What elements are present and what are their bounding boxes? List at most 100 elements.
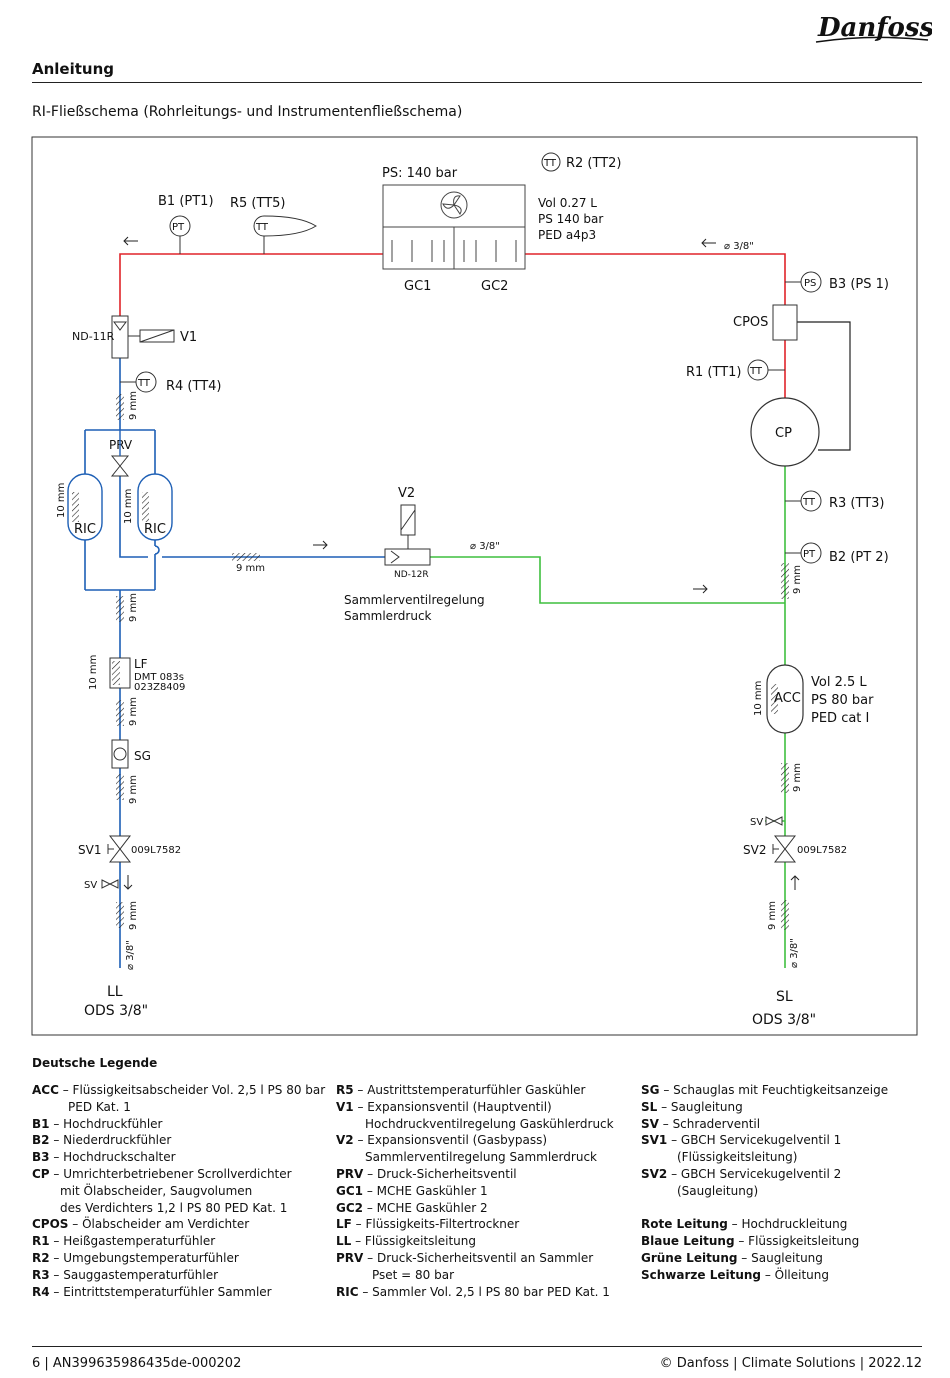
svg-text:TT: TT xyxy=(749,366,763,377)
footer-doc-id: 6 | AN399635986435de-000202 xyxy=(32,1356,242,1371)
svg-text:TT: TT xyxy=(137,378,151,389)
tt-sensor-r2 xyxy=(541,152,561,172)
svg-text:10 mm: 10 mm xyxy=(753,681,764,716)
pipe-size-bypass: ⌀ 3/8" xyxy=(470,541,500,552)
cpos-label: CPOS xyxy=(733,315,768,330)
title-divider xyxy=(32,82,922,83)
pipe-size-gc: ⌀ 3/8" xyxy=(724,241,754,252)
ll-ods: ODS 3/8" xyxy=(84,1003,148,1019)
svg-text:SV: SV xyxy=(750,817,763,828)
service-valve-sv2 xyxy=(773,835,797,863)
svg-text:10 mm: 10 mm xyxy=(56,483,67,518)
insulation-hatch xyxy=(781,563,789,599)
insulation-hatch xyxy=(116,596,124,622)
cpos-oil-separator xyxy=(772,304,798,341)
gc2-label: GC2 xyxy=(481,279,508,294)
svg-text:ACC: ACC xyxy=(774,691,801,706)
acc-vol: Vol 2.5 L xyxy=(811,675,867,690)
svg-text:9 mm: 9 mm xyxy=(236,563,265,574)
valve-nd12r xyxy=(384,548,431,566)
service-valve-sv1 xyxy=(108,835,132,863)
svg-text:SG: SG xyxy=(134,749,151,763)
valve-nd11r xyxy=(111,315,129,359)
gc-vol: Vol 0.27 L xyxy=(538,196,597,210)
r5-label: R5 (TT5) xyxy=(230,196,286,211)
receiver-ric-2 xyxy=(137,473,173,541)
ll-label: LL xyxy=(107,984,123,1000)
insulation-hatch xyxy=(116,902,124,928)
v1-label: V1 xyxy=(180,330,197,345)
b1-label: B1 (PT1) xyxy=(158,194,214,209)
high-pressure-line xyxy=(119,253,786,398)
svg-text:TT: TT xyxy=(543,158,557,169)
insulation-hatch xyxy=(781,763,789,793)
sv2-code: 009L7582 xyxy=(797,845,847,856)
insulation-hatch xyxy=(116,774,124,800)
svg-text:10 mm: 10 mm xyxy=(88,655,99,690)
svg-text:9 mm: 9 mm xyxy=(792,763,803,792)
sv1-code: 009L7582 xyxy=(131,845,181,856)
legend-column-2: R5 – Austrittstemperaturfühler Gaskühler… xyxy=(336,1083,614,1299)
diagram-frame xyxy=(31,136,918,1036)
sl-label: SL xyxy=(776,989,793,1005)
gc-ps: PS 140 bar xyxy=(538,212,603,226)
sv1-label: SV1 xyxy=(78,843,101,857)
b2-label: B2 (PT 2) xyxy=(829,550,889,565)
svg-text:9 mm: 9 mm xyxy=(128,775,139,804)
sv2-label: SV2 xyxy=(743,843,766,857)
svg-text:TT: TT xyxy=(802,497,816,508)
r1-label: R1 (TT1) xyxy=(686,365,742,380)
svg-text:9 mm: 9 mm xyxy=(792,565,803,594)
lf-model: DMT 083s xyxy=(134,672,184,683)
svg-text:9 mm: 9 mm xyxy=(128,391,139,420)
ps-label: PS: 140 bar xyxy=(382,166,458,181)
gc1-label: GC1 xyxy=(404,279,431,294)
footer-copyright: © Danfoss | Climate Solutions | 2022.12 xyxy=(659,1356,922,1371)
diagram-subtitle: RI-Fließschema (Rohrleitungs- und Instru… xyxy=(32,104,463,120)
prv-valve xyxy=(110,455,130,477)
acc-ped: PED cat I xyxy=(811,711,869,726)
compressor-cp xyxy=(750,397,820,467)
nd12r-label: ND-12R xyxy=(394,570,429,580)
pt-sensor-b1 xyxy=(169,215,191,237)
svg-text:RIC: RIC xyxy=(74,522,96,537)
svg-text:⌀ 3/8": ⌀ 3/8" xyxy=(125,940,136,970)
sammler-text-2: Sammlerdruck xyxy=(344,609,432,623)
svg-text:9 mm: 9 mm xyxy=(128,593,139,622)
danfoss-logo: Danfoss xyxy=(815,13,932,43)
svg-text:9 mm: 9 mm xyxy=(767,901,778,930)
schrader-valve-sl xyxy=(765,816,783,826)
prv-label: PRV xyxy=(109,438,133,452)
legend-column-1: ACC – Flüssigkeitsabscheider Vol. 2,5 l … xyxy=(32,1083,326,1299)
svg-text:PT: PT xyxy=(803,549,816,560)
sammler-text-1: Sammlerventilregelung xyxy=(344,593,485,607)
r3-label: R3 (TT3) xyxy=(829,496,885,511)
receiver-ric-1 xyxy=(67,473,103,541)
svg-text:PS: PS xyxy=(804,278,816,289)
svg-text:LF: LF xyxy=(134,657,148,671)
v2-label: V2 xyxy=(398,486,415,501)
lf-code: 023Z8409 xyxy=(134,682,185,693)
gc-ped: PED a4p3 xyxy=(538,228,596,242)
svg-text:9 mm: 9 mm xyxy=(128,697,139,726)
tt-sensor-r5 xyxy=(253,215,317,237)
svg-text:SV: SV xyxy=(84,880,97,891)
svg-text:PT: PT xyxy=(172,222,185,233)
svg-text:TT: TT xyxy=(255,222,269,233)
footer-divider xyxy=(32,1346,922,1347)
legend-column-3: SG – Schauglas mit Feuchtigkeitsanzeige … xyxy=(641,1083,889,1282)
b3-label: B3 (PS 1) xyxy=(829,277,889,292)
insulation-hatch xyxy=(116,394,124,420)
svg-text:9 mm: 9 mm xyxy=(128,901,139,930)
svg-text:10 mm: 10 mm xyxy=(123,489,134,524)
svg-text:CP: CP xyxy=(775,426,792,441)
sl-ods: ODS 3/8" xyxy=(752,1012,816,1028)
oil-line xyxy=(797,321,851,451)
insulation-hatch xyxy=(116,700,124,726)
accumulator-acc xyxy=(766,664,804,734)
r4-label: R4 (TT4) xyxy=(166,379,222,394)
svg-text:⌀ 3/8": ⌀ 3/8" xyxy=(789,938,800,968)
insulation-hatch xyxy=(232,553,260,561)
r2-label: R2 (TT2) xyxy=(566,156,622,171)
